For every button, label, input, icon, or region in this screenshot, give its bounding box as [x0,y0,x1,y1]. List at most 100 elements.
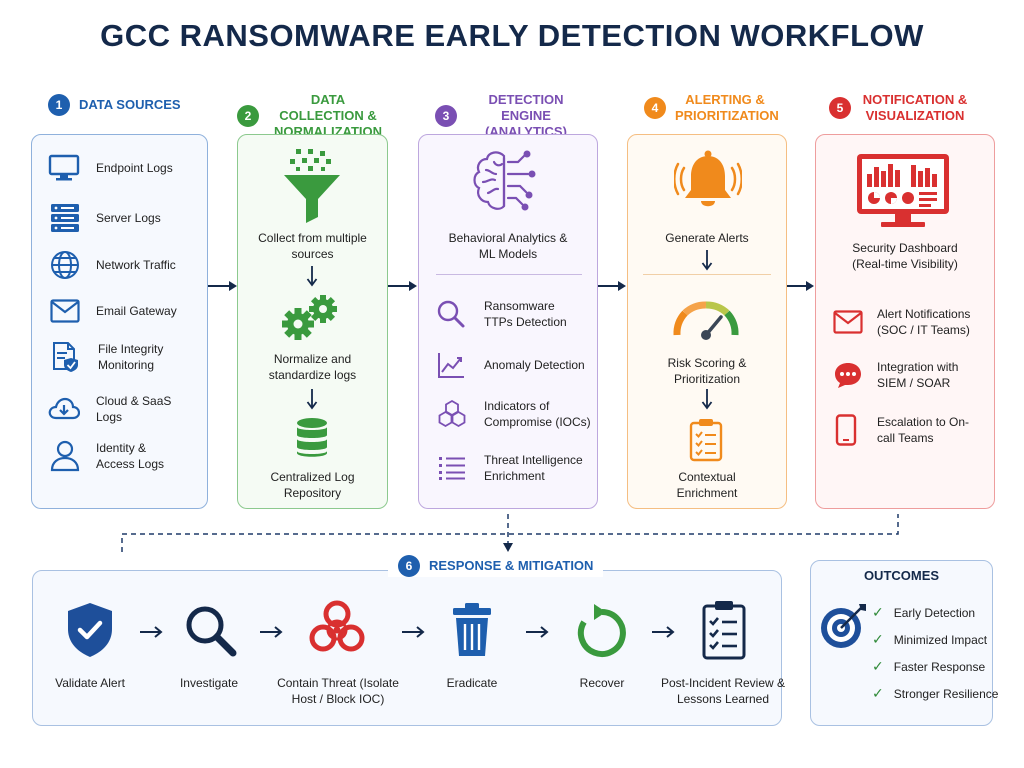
outcome-item: ✓ Early Detection [872,604,975,621]
list-item: Cloud & SaaS Logs [48,393,176,425]
list-item: Indicators of Compromise (IOCs) [436,398,594,430]
check-icon: ✓ [872,685,884,701]
notification-main-label: Security Dashboard (Real-time Visibility… [852,241,958,271]
list-item: File Integrity Monitoring [52,341,178,373]
gauge-icon [669,291,743,343]
outcome-label: Stronger Resilience [893,686,999,701]
detection-main-label: Behavioral Analytics & ML Models [448,231,568,261]
outcome-item: ✓ Faster Response [872,658,985,675]
gears-icon [280,292,342,342]
chat-bubble-icon [833,361,865,389]
checklist-icon [701,600,747,660]
collection-step-label: Centralized Log Repository [270,470,355,500]
alerting-step-label: Generate Alerts [665,231,749,245]
response-step-label: Investigate [179,676,239,690]
detection-panel [418,134,598,509]
magnifier-icon [436,299,468,329]
bell-icon [674,148,742,214]
collection-step-label: Normalize and standardize logs [268,352,357,382]
outcomes-title: OUTCOMES [863,568,940,583]
database-icon [295,417,329,459]
down-arrow-icon [306,389,318,410]
server-icon [50,203,84,233]
outcome-label: Faster Response [893,659,986,674]
line-chart-icon [436,351,468,379]
stage-5-title: NOTIFICATION & VISUALIZATION [862,92,968,123]
magnifier-icon [183,603,239,659]
down-arrow-icon [306,266,318,287]
stage-1-header: 1 DATA SOURCES [48,94,181,116]
outcome-item: ✓ Stronger Resilience [872,685,998,702]
list-item: Server Logs [50,203,161,233]
response-step-label: Recover [579,676,625,690]
stage-1-number: 1 [48,94,70,116]
monitor-icon [48,154,84,182]
globe-icon [50,250,84,280]
envelope-icon [50,299,84,323]
list-item: Alert Notifications (SOC / IT Teams) [833,306,987,338]
alerting-step-label: Risk Scoring & Prioritization [667,356,747,386]
detection-item-label: Threat Intelligence Enrichment [484,453,583,483]
detection-item-label: Ransomware TTPs Detection [484,299,567,329]
response-step-label: Post-Incident Review & Lessons Learned [660,676,786,706]
envelope-icon [833,310,865,334]
refresh-icon [576,602,628,658]
source-label: Cloud & SaaS Logs [96,394,172,424]
stage-2-number: 2 [237,105,259,127]
source-label: Network Traffic [96,258,176,272]
outcome-label: Minimized Impact [893,632,988,647]
list-item: Threat Intelligence Enrichment [438,452,584,484]
dashboard-icon [855,152,951,232]
user-icon [50,440,84,472]
phone-icon [835,414,865,446]
response-panel [32,570,782,726]
biohazard-icon [306,600,368,658]
list-item: Escalation to On-call Teams [835,414,977,446]
stage-6-title: RESPONSE & MITIGATION [429,558,594,573]
section-divider [643,274,771,275]
trash-icon [451,602,493,658]
stage-1-title: DATA SOURCES [79,97,181,112]
down-arrow-icon [701,250,713,271]
stage-6-number: 6 [398,555,420,577]
clipboard-icon [689,418,723,462]
source-label: File Integrity Monitoring [98,342,164,372]
funnel-icon [282,147,342,225]
stage-4-title: ALERTING & PRIORITIZATION [675,92,779,123]
detection-item-label: Anomaly Detection [484,358,585,372]
stage-4-header: 4 ALERTING & PRIORITIZATION [644,92,779,124]
source-label: Server Logs [96,211,161,225]
check-icon: ✓ [872,631,884,647]
detection-item-label: Indicators of Compromise (IOCs) [484,399,591,429]
stage-5-header: 5 NOTIFICATION & VISUALIZATION [829,92,970,124]
stage-6-header: 6 RESPONSE & MITIGATION [388,555,604,577]
source-label: Identity & Access Logs [96,441,165,471]
alerting-step-label: Contextual Enrichment [676,470,738,500]
notification-item-label: Escalation to On-call Teams [877,415,970,445]
notification-item-label: Integration with SIEM / SOAR [877,360,959,390]
check-icon: ✓ [872,604,884,620]
file-shield-icon [52,341,84,373]
shield-check-icon [65,601,115,659]
target-icon [819,600,869,652]
list-icon [438,455,468,481]
list-item: Ransomware TTPs Detection [436,298,584,330]
notification-item-label: Alert Notifications (SOC / IT Teams) [877,307,971,337]
down-arrow-icon [701,389,713,410]
source-label: Email Gateway [96,304,177,318]
list-item: Network Traffic [50,250,176,280]
stage-4-number: 4 [644,97,666,119]
response-step-label: Validate Alert [55,676,125,690]
cloud-download-icon [48,396,84,422]
page-title: GCC RANSOMWARE EARLY DETECTION WORKFLOW [100,18,924,53]
response-step-label: Contain Threat (Isolate Host / Block IOC… [277,676,399,706]
response-step-label: Eradicate [446,676,498,690]
list-item: Email Gateway [50,299,177,323]
stage-3-number: 3 [435,105,457,127]
stage-5-number: 5 [829,97,851,119]
list-item: Endpoint Logs [48,154,173,182]
source-label: Endpoint Logs [96,161,173,175]
section-divider [436,274,582,275]
